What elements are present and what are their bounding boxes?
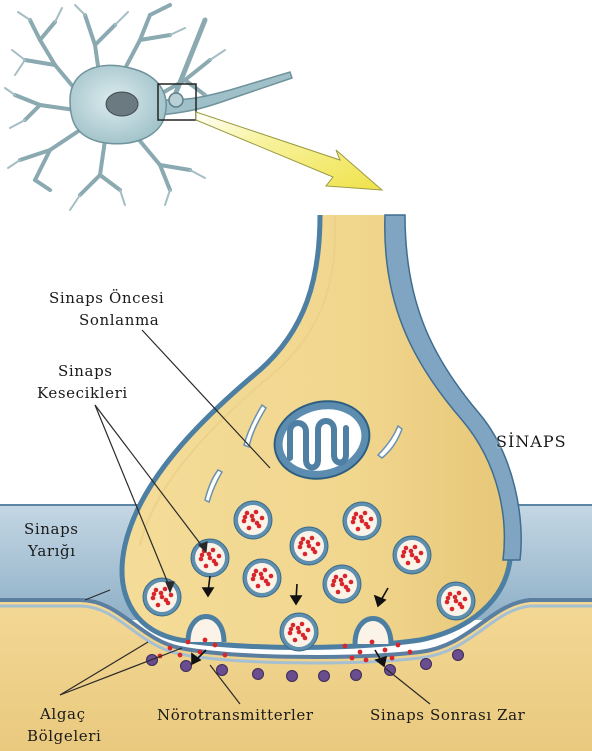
neurotransmitter [343,644,348,649]
neurotransmitter [213,643,218,648]
neurotransmitter [383,648,388,653]
vesicle [280,613,318,651]
vesicle [143,578,181,616]
neurotransmitter [370,640,375,645]
neurotransmitter [396,643,401,648]
label-synaptic-cleft-line1: Sinaps [24,520,79,538]
diagram-title: SİNAPS [496,431,567,451]
nucleus [106,92,138,116]
neurotransmitter [186,640,191,645]
zoom-arrow [196,112,382,190]
vesicle [234,501,272,539]
neurotransmitter [203,638,208,643]
vesicle [343,502,381,540]
vesicle [393,536,431,574]
vesicle [437,582,475,620]
neurotransmitter [223,653,228,658]
label-presynaptic-ending-line1: Sinaps Öncesi [49,289,164,307]
receptor [453,650,464,661]
label-presynaptic-ending-line2: Sonlanma [79,311,159,329]
receptor [253,669,264,680]
label-synaptic-vesicles-line1: Sinaps [58,362,113,380]
receptor [287,671,298,682]
label-synaptic-vesicles-line2: Kesecikleri [37,384,128,402]
neurotransmitter [364,658,369,663]
label-postsynaptic-membrane: Sinaps Sonrası Zar [370,706,526,724]
vesicle [191,539,229,577]
receptor [181,661,192,672]
receptor [217,665,228,676]
receptor [319,671,330,682]
neurotransmitter [350,656,355,661]
receptor [351,670,362,681]
label-receptor-sites-line2: Bölgeleri [27,727,101,745]
neurotransmitter [178,653,183,658]
label-receptor-sites-line1: Algaç [39,705,86,723]
neuron-illustration [5,5,292,210]
label-neurotransmitters: Nörotransmitterler [157,706,314,724]
neurotransmitter [390,656,395,661]
vesicle [243,559,281,597]
vesicle [290,527,328,565]
neurotransmitter [168,646,173,651]
receptor [421,659,432,670]
synaptic-terminal-small [169,93,183,107]
vesicle [323,565,361,603]
label-synaptic-cleft-line2: Yarığı [27,542,76,560]
receptor [385,665,396,676]
neurotransmitter [358,650,363,655]
neurotransmitter [408,650,413,655]
